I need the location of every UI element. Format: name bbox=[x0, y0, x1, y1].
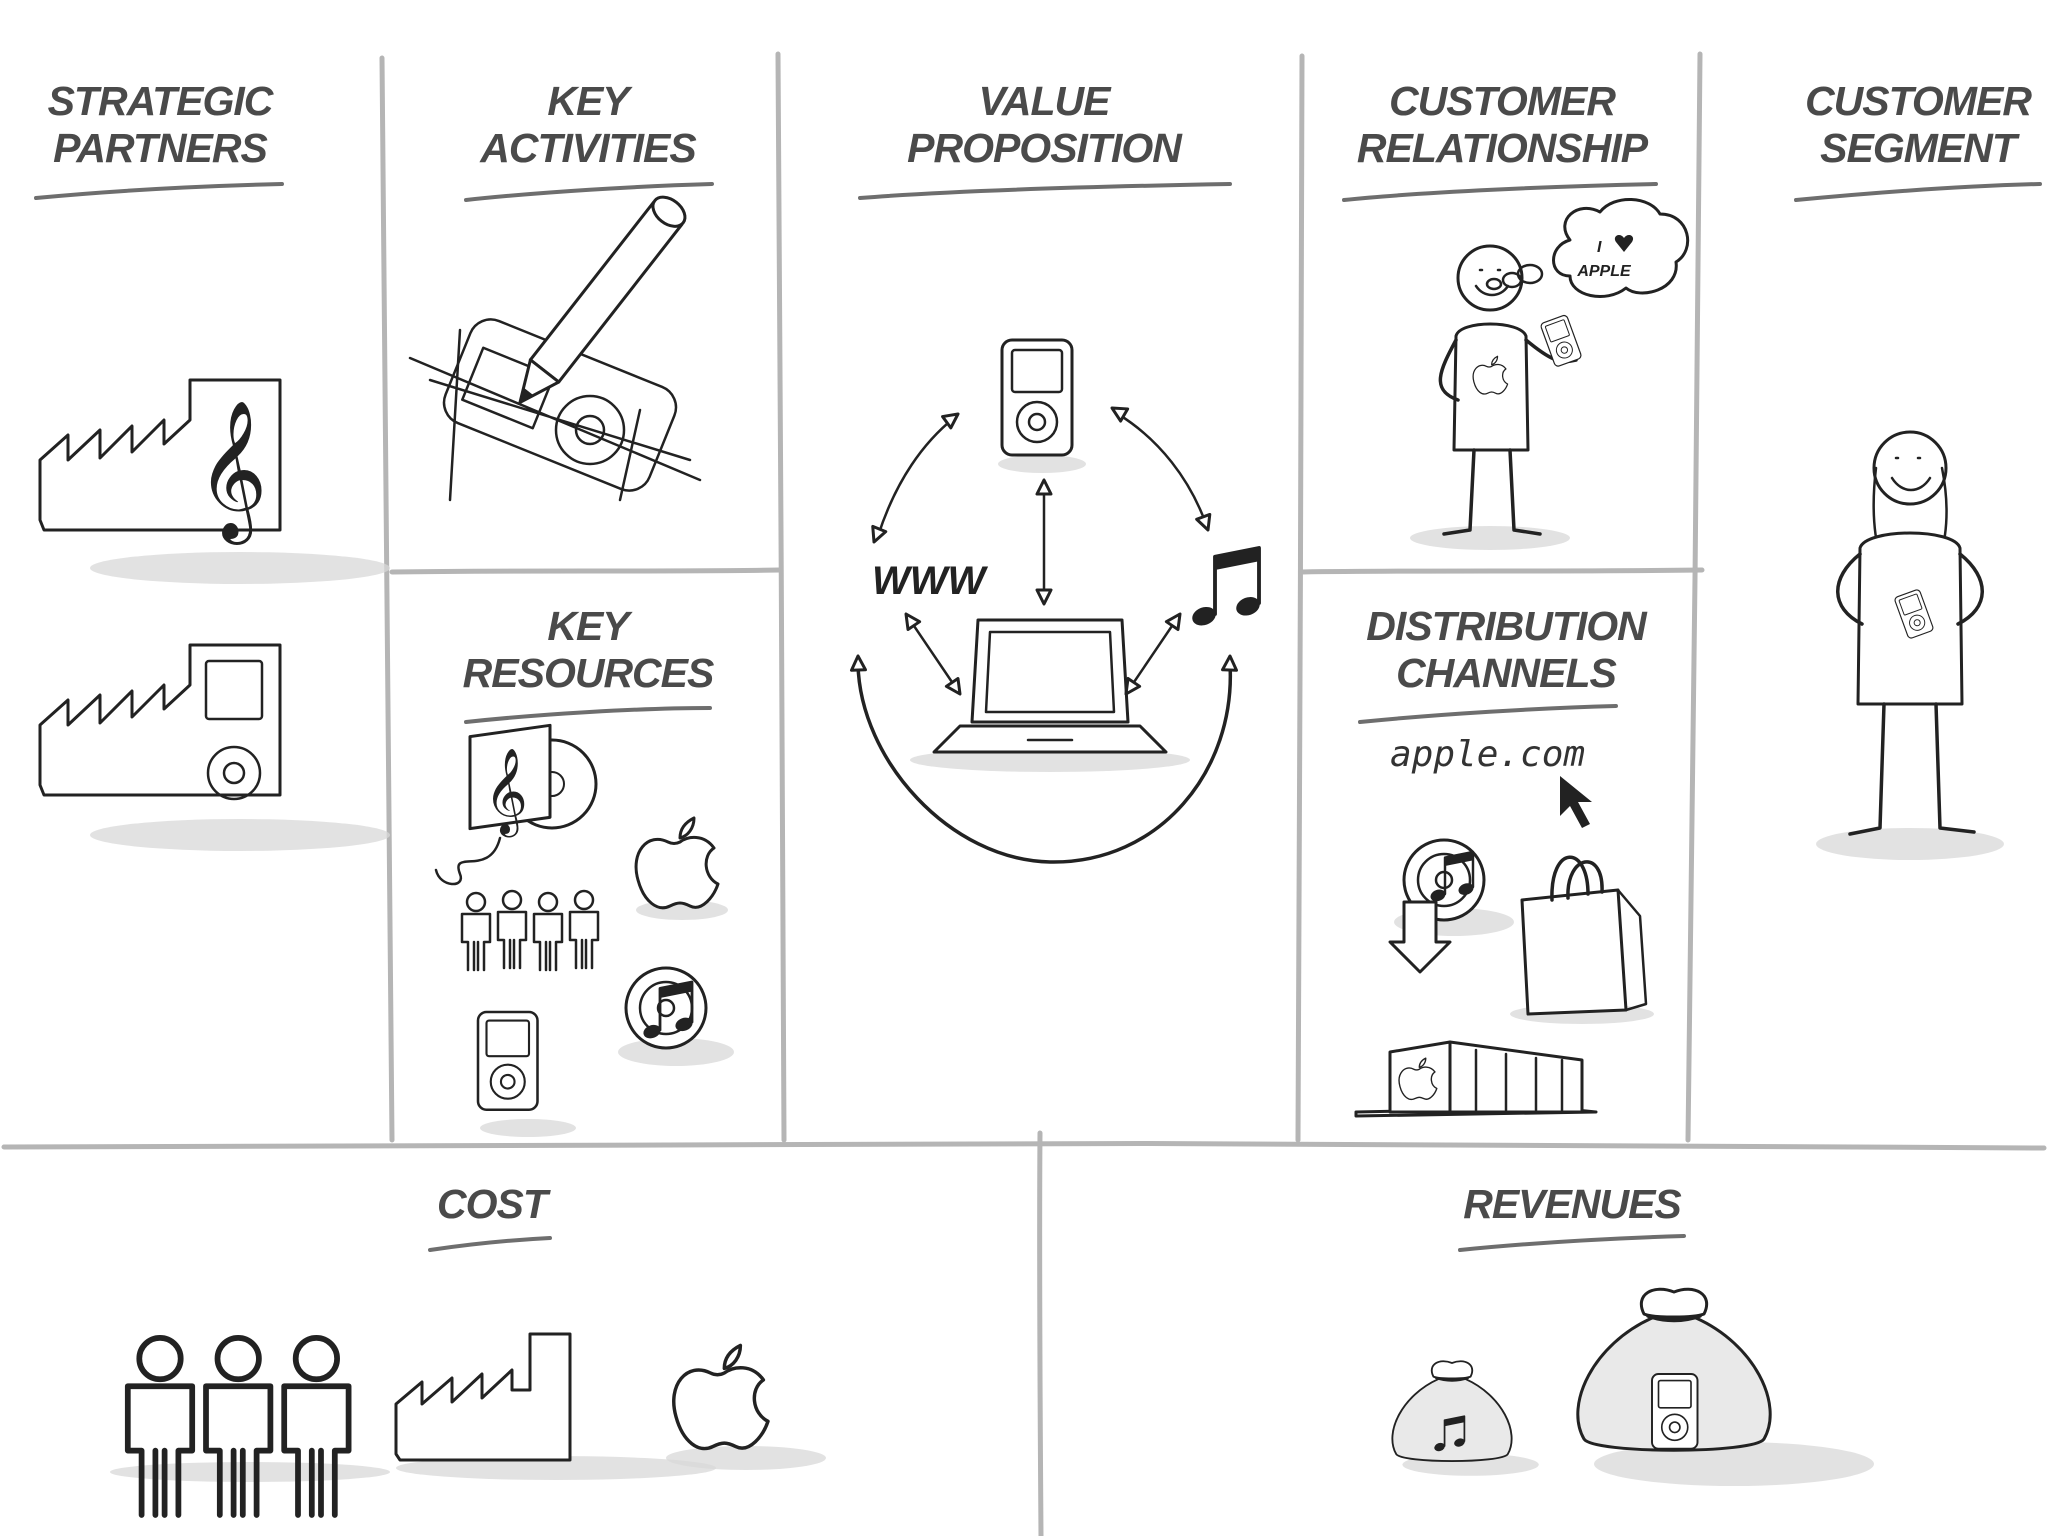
title-line: ACTIVITIES bbox=[479, 125, 696, 171]
music-factory-icon: 𝄞 bbox=[38, 378, 390, 584]
section-value-proposition: VALUE PROPOSITION bbox=[858, 78, 1232, 200]
title-line: VALUE bbox=[979, 78, 1113, 124]
pencil-design-icon bbox=[408, 195, 702, 502]
cd-icon: 𝄞 bbox=[434, 723, 598, 886]
title-line: CUSTOMER bbox=[1805, 78, 2032, 124]
download-icon bbox=[1388, 838, 1514, 974]
svg-text:𝄞: 𝄞 bbox=[484, 748, 528, 838]
ipod-icon bbox=[476, 1010, 576, 1137]
factory-icon bbox=[394, 1332, 716, 1480]
thought-text: I bbox=[1597, 239, 1602, 256]
title-line: RELATIONSHIP bbox=[1357, 125, 1649, 171]
title-underline bbox=[858, 182, 1232, 200]
value-cycle: WWW bbox=[849, 338, 1265, 864]
grid-lines bbox=[1, 51, 2047, 1536]
apple-store-icon bbox=[1354, 1040, 1598, 1118]
stick-figure-icon bbox=[1816, 430, 2004, 860]
title-line: CHANNELS bbox=[1396, 650, 1616, 696]
title-line: STRATEGIC bbox=[48, 78, 275, 124]
ipod-icon bbox=[998, 338, 1086, 473]
itunes-icon bbox=[618, 966, 734, 1066]
www-label: WWW bbox=[872, 559, 989, 603]
section-customer-relationship: CUSTOMER RELATIONSHIP bbox=[1342, 78, 1658, 202]
title-line: KEY bbox=[547, 603, 633, 649]
svg-text:𝄞: 𝄞 bbox=[197, 400, 268, 545]
title-underline bbox=[464, 706, 712, 724]
team-icon bbox=[460, 889, 600, 972]
section-distribution-channels: DISTRIBUTION CHANNELS bbox=[1358, 603, 1649, 724]
shopping-bag-icon bbox=[1510, 855, 1654, 1024]
music-note-icon bbox=[1187, 546, 1265, 631]
title-line: DISTRIBUTION bbox=[1366, 603, 1648, 649]
section-strategic-partners: STRATEGIC PARTNERS bbox=[34, 78, 284, 200]
title-line: REVENUES bbox=[1463, 1181, 1681, 1227]
thought-text: APPLE bbox=[1576, 263, 1632, 280]
section-key-activities: KEY ACTIVITIES bbox=[464, 78, 714, 202]
ipod-factory-icon bbox=[38, 643, 390, 851]
money-bag-icon bbox=[1391, 1360, 1539, 1476]
title-underline bbox=[1458, 1234, 1686, 1252]
title-line: RESOURCES bbox=[463, 650, 714, 696]
title-underline bbox=[464, 182, 714, 202]
website-label: apple.com bbox=[1390, 734, 1585, 775]
laptop-icon bbox=[910, 618, 1190, 772]
title-line: SEGMENT bbox=[1820, 125, 2020, 171]
title-line: PROPOSITION bbox=[907, 125, 1183, 171]
title-underline bbox=[1342, 182, 1658, 202]
title-underline bbox=[428, 1236, 552, 1252]
section-revenues: REVENUES bbox=[1458, 1181, 1686, 1252]
stick-figure-icon bbox=[1410, 244, 1578, 550]
title-line: PARTNERS bbox=[53, 125, 267, 171]
section-cost: COST bbox=[428, 1181, 552, 1252]
title-underline bbox=[1358, 704, 1618, 724]
title-underline bbox=[34, 182, 284, 200]
apple-logo-icon bbox=[634, 816, 728, 920]
money-bag-icon bbox=[1576, 1287, 1874, 1486]
team-icon bbox=[110, 1338, 390, 1515]
title-line: CUSTOMER bbox=[1389, 78, 1616, 124]
section-key-resources: KEY RESOURCES bbox=[463, 603, 715, 724]
apple-logo-icon bbox=[666, 1343, 826, 1470]
cursor-icon bbox=[1560, 776, 1592, 828]
title-underline bbox=[1794, 182, 2042, 202]
title-line: COST bbox=[437, 1181, 551, 1227]
heart-icon bbox=[1614, 235, 1634, 252]
ipod-icon bbox=[1539, 313, 1583, 368]
title-line: KEY bbox=[547, 78, 633, 124]
section-customer-segment: CUSTOMER SEGMENT bbox=[1794, 78, 2042, 202]
thought-bubble-icon: I APPLE bbox=[1485, 198, 1690, 298]
